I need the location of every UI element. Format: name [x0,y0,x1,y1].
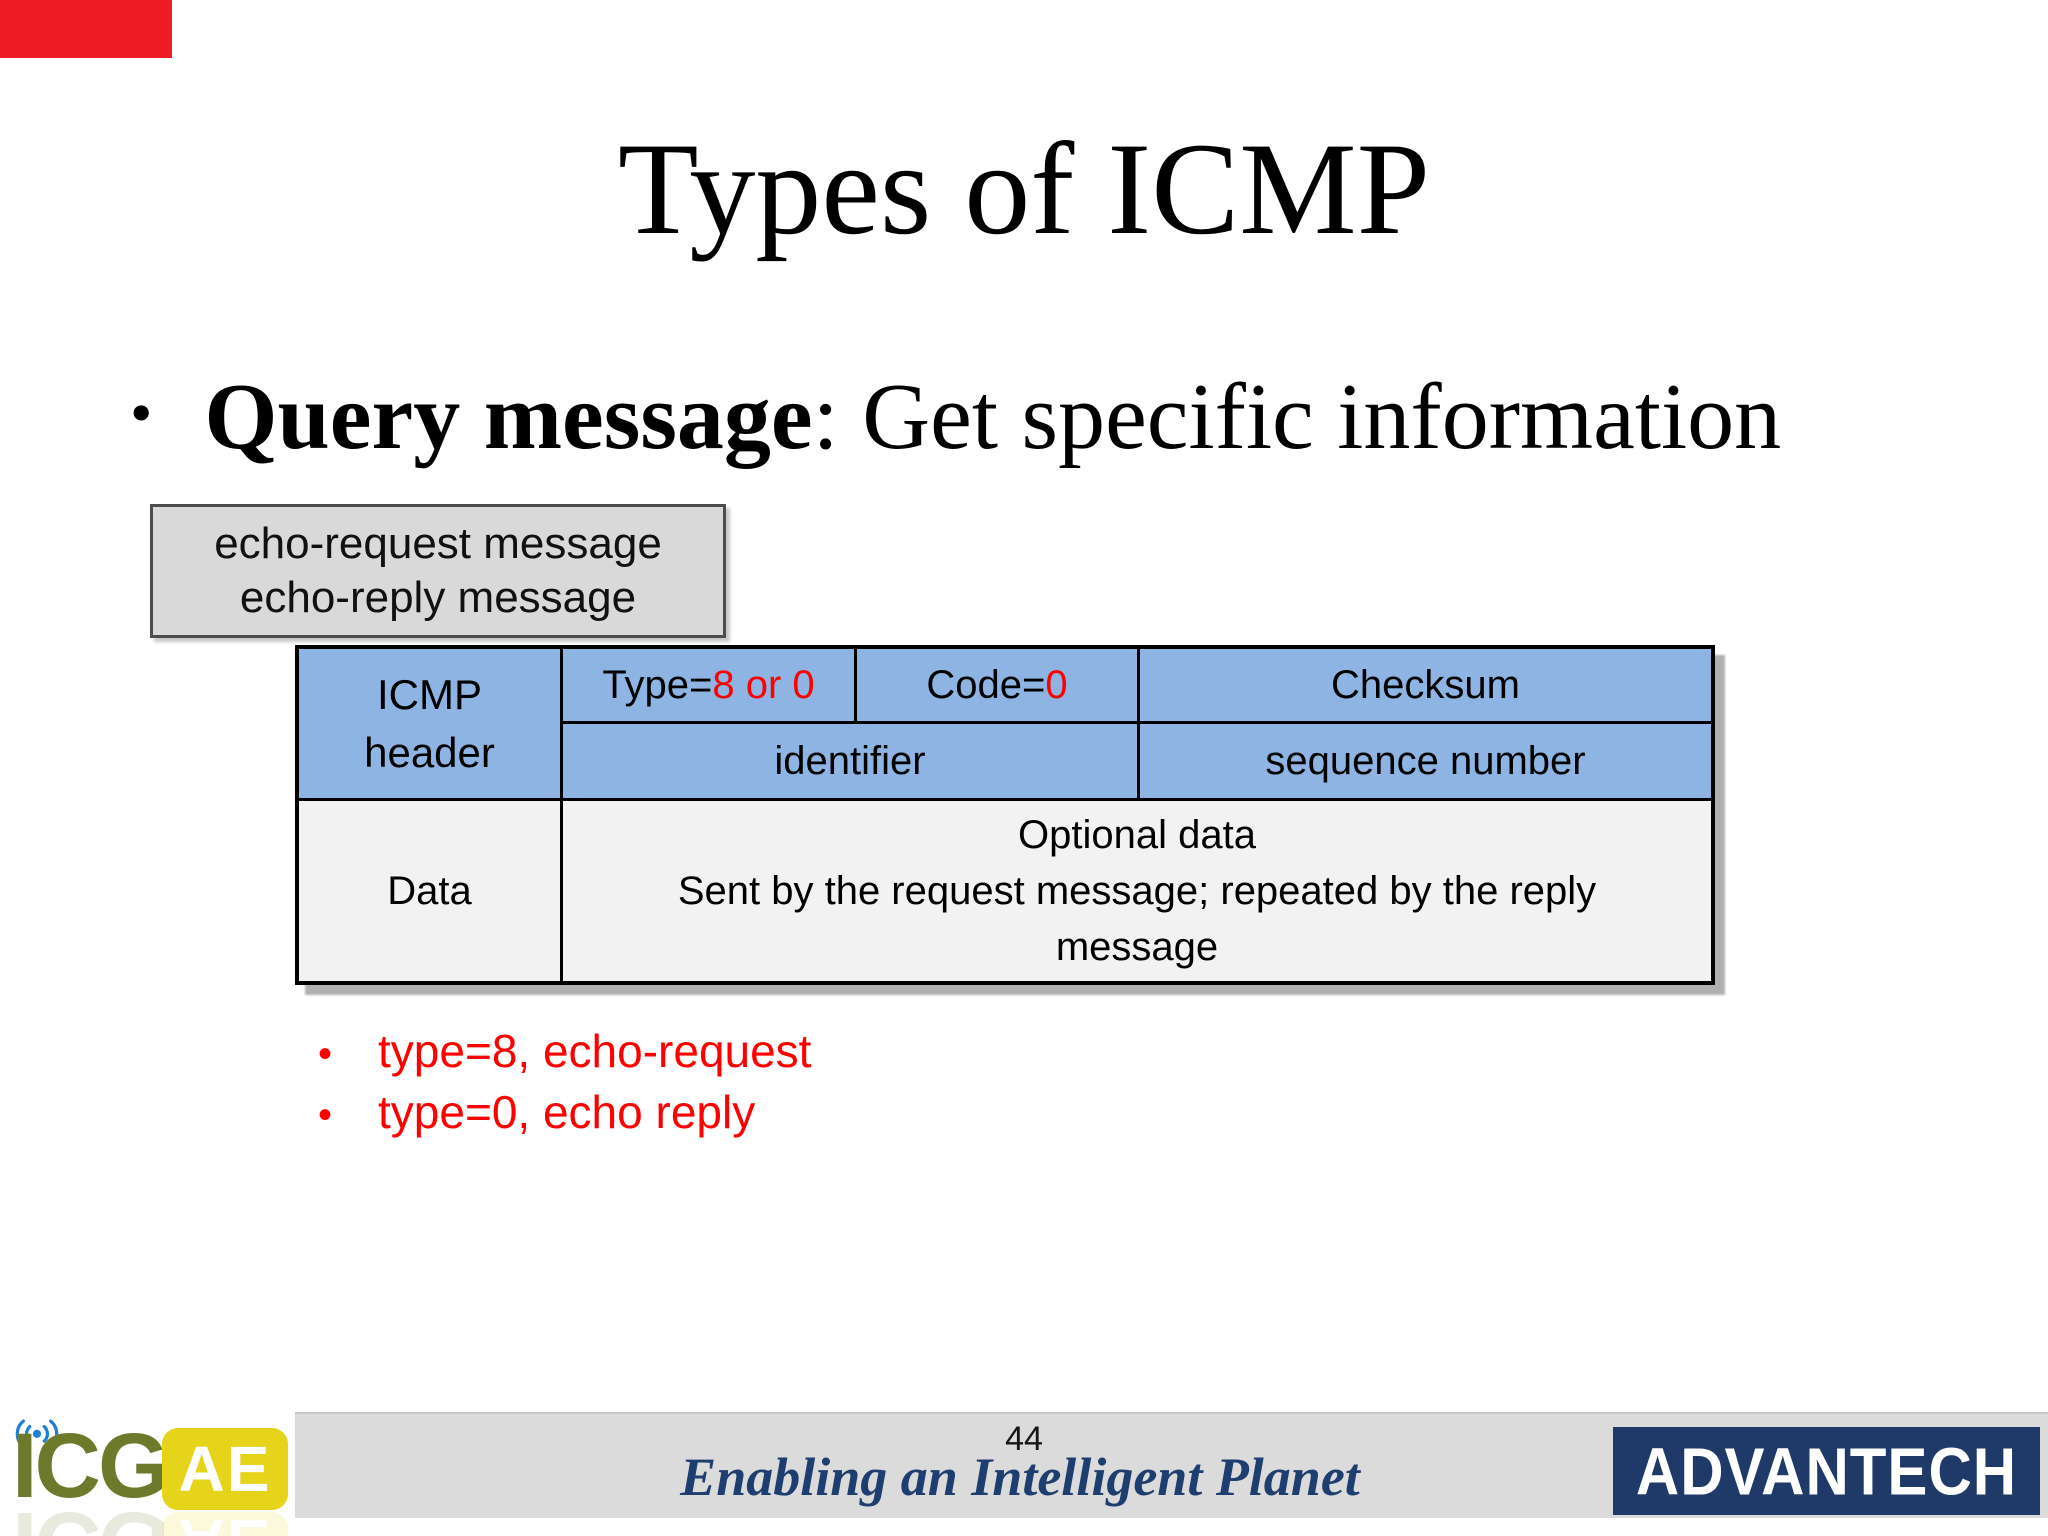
type-label: Type= [602,662,713,707]
page-number: 44 [1005,1420,1043,1458]
optional-data-line3: message [1055,925,1219,969]
echo-reply-line: echo-reply message [239,573,637,622]
icmp-header-line1: ICMP [377,670,482,718]
note-bullet-icon: • [318,1032,333,1076]
ae-badge: AE [162,1428,288,1510]
note-bullet-icon: • [318,1093,333,1137]
echo-request-line: echo-request message [214,519,662,568]
icg-ae-logo: ICG AE ICG AE [6,1404,306,1536]
table-cell-data: Data [299,801,560,981]
icmp-header-line2: header [364,728,495,776]
note-type8-text: type=8, echo-request [378,1025,812,1077]
wifi-antenna-icon [15,1419,59,1449]
note-type0: • type=0, echo reply [318,1083,811,1144]
advantech-logo: ADVANTECH [1613,1427,2040,1515]
type-value: 8 or 0 [712,662,815,707]
bullet-bold-text: Query message [204,365,813,469]
table-cell-code: Code=0 [857,649,1137,721]
bullet-icon: • [130,377,153,448]
icg-wordmark-reflection: ICG [12,1493,167,1536]
table-cell-icmp-header: ICMP header [299,649,560,798]
code-value: 0 [1045,662,1068,707]
table-cell-checksum: Checksum [1140,649,1711,721]
table-cell-type: Type=8 or 0 [563,649,854,721]
table-cell-optional-data: Optional data Sent by the request messag… [563,801,1711,981]
table-cell-identifier: identifier [563,724,1137,798]
type-notes-list: • type=8, echo-request • type=0, echo re… [318,1022,811,1144]
slide-title: Types of ICMP [617,115,1431,262]
optional-data-line2: Sent by the request message; repeated by… [677,869,1597,913]
note-type8: • type=8, echo-request [318,1022,811,1083]
footer-tagline: Enabling an Intelligent Planet [680,1447,1360,1507]
query-bullet-line: • Query message: Get specific information [130,365,1782,469]
top-left-red-bar [0,0,172,58]
note-type0-text: type=0, echo reply [378,1086,756,1138]
icmp-header-table: ICMP header Type=8 or 0 Code=0 Checksum … [295,645,1715,985]
bullet-rest-text: : Get specific information [812,365,1782,469]
table-cell-sequence-number: sequence number [1140,724,1711,798]
advantech-wordmark: ADVANTECH [1635,1433,2018,1509]
code-label: Code= [926,662,1046,707]
icg-wordmark: ICG [12,1415,170,1517]
echo-message-box: echo-request message echo-reply message [150,504,726,638]
optional-data-line1: Optional data [1018,813,1256,857]
ae-badge-reflection: AE [162,1506,288,1536]
